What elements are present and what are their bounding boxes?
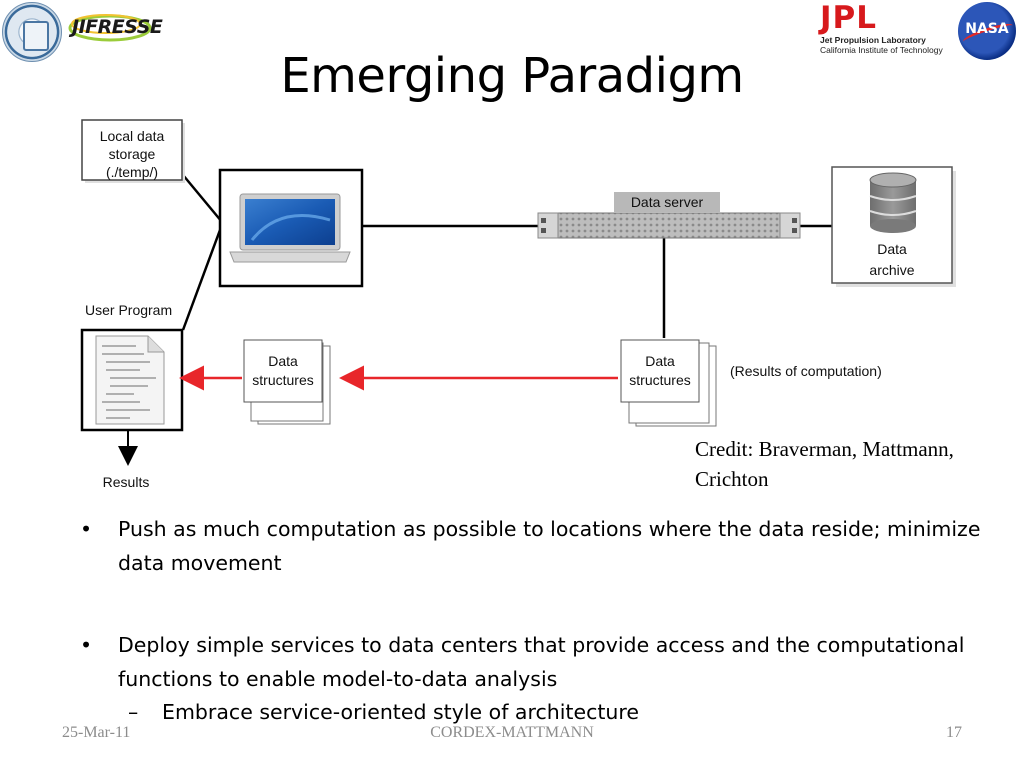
data-server-label: Data server [631, 194, 704, 210]
user-program-box [80, 328, 184, 432]
university-seal-icon [2, 2, 62, 62]
data-structures-right: Data structures [620, 339, 717, 427]
laptop-program-link [181, 229, 222, 331]
jifresse-swoosh [68, 14, 152, 42]
data-archive-box: Data archive [831, 166, 956, 287]
jifresse-logo-text: JIFRESSE [72, 16, 163, 38]
bullet-text: Deploy simple services to data centers t… [118, 633, 965, 691]
credit: Credit: Braverman, Mattmann, Crichton [695, 434, 1024, 494]
bullet-item: • Deploy simple services to data centers… [80, 628, 1000, 696]
jpl-logo: JPL Jet Propulsion Laboratory California… [816, 0, 943, 55]
user-program-label: User Program [85, 302, 172, 318]
jifresse-logo: JIFRESSE [66, 6, 163, 46]
data-structures-right-line1: Data [645, 353, 675, 369]
database-icon [869, 172, 917, 233]
data-archive-line1: Data [877, 241, 907, 257]
jpl-logo-text: JPL [820, 0, 878, 36]
script-document-icon [95, 335, 165, 425]
bullet-item: • Push as much computation as possible t… [80, 512, 1000, 580]
data-server: Data server [537, 192, 801, 239]
footer-center: CORDEX-MATTMANN [430, 724, 594, 741]
results-label: Results [103, 474, 150, 490]
footer-date: 25-Mar-11 [62, 724, 131, 741]
seal-emblem [23, 21, 49, 51]
laptop-box [218, 168, 364, 288]
results-of-computation-label: (Results of computation) [730, 363, 882, 379]
data-structures-left-line2: structures [252, 372, 313, 388]
data-structures-left: Data structures [243, 339, 331, 425]
bullet-marker: • [80, 517, 93, 541]
nasa-logo-text: NASA [965, 21, 1009, 37]
laptop-icon [229, 193, 351, 263]
local-storage-box: Local data storage (./temp/) [81, 119, 185, 183]
sub-bullet-marker: – [128, 700, 139, 724]
bullet-list: • Push as much computation as possible t… [80, 512, 1000, 728]
architecture-diagram: Local data storage (./temp/) Data server [80, 119, 956, 490]
jpl-logo-line1: Jet Propulsion Laboratory [820, 35, 926, 45]
local-storage-line2: storage [109, 146, 156, 162]
sub-bullet-text: Embrace service-oriented style of archit… [162, 700, 639, 724]
credit-line2: Crichton [695, 467, 769, 491]
local-storage-line3: (./temp/) [106, 164, 158, 180]
nasa-logo: NASA [958, 2, 1016, 60]
data-archive-line2: archive [869, 262, 914, 278]
sub-bullet-item: – Embrace service-oriented style of arch… [80, 696, 1000, 728]
footer-page-number: 17 [946, 724, 962, 741]
jpl-logo-line2: California Institute of Technology [820, 45, 943, 55]
slide-title: Emerging Paradigm [280, 48, 744, 104]
data-structures-left-line1: Data [268, 353, 298, 369]
data-structures-right-line2: structures [629, 372, 690, 388]
credit-line1: Credit: Braverman, Mattmann, [695, 437, 954, 461]
storage-laptop-link [182, 174, 223, 223]
bullet-text: Push as much computation as possible to … [118, 517, 981, 575]
bullet-marker: • [80, 633, 93, 657]
local-storage-line1: Local data [100, 128, 165, 144]
